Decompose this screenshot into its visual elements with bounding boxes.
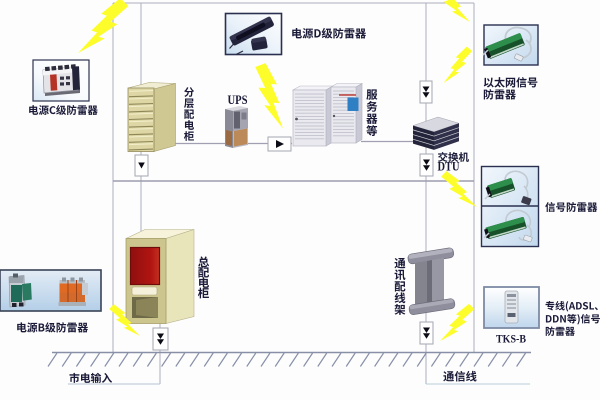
svg-text:TKS-B: TKS-B	[496, 334, 526, 346]
svg-text:DTU: DTU	[438, 160, 460, 174]
svg-text:UPS: UPS	[228, 92, 248, 107]
